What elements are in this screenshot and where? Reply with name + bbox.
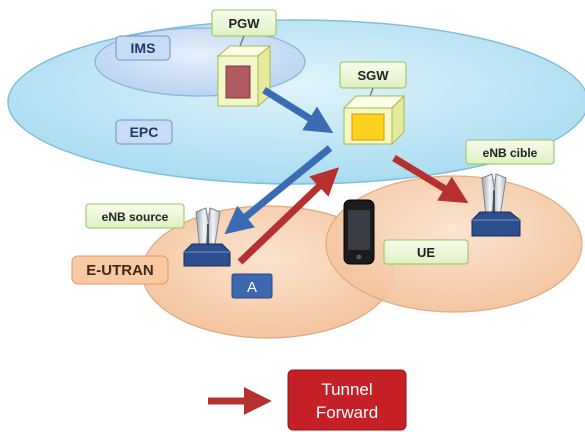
arrow-enb-source-to-sgw <box>237 167 340 265</box>
enb-source: eNB source <box>85 203 231 267</box>
arrow-pgw-to-sgw <box>262 87 334 134</box>
epc-label-box <box>115 119 173 145</box>
ue-label: UE <box>417 245 435 260</box>
legend-line2: Forward <box>316 403 378 422</box>
enb-cible-base-icon <box>471 211 521 237</box>
pgw-label: PGW <box>228 16 260 31</box>
pgw-core <box>225 65 251 99</box>
sgw-core <box>351 113 385 141</box>
arrow-sgw-to-enb-cible <box>392 155 469 204</box>
ims-label-box <box>115 35 171 61</box>
arrow-sgw-to-enb-source <box>224 145 333 235</box>
legend-line1: Tunnel <box>321 380 372 399</box>
ue-node: UE <box>343 199 469 265</box>
legend: Tunnel Forward <box>208 369 407 431</box>
a-marker-box <box>231 273 273 299</box>
enb-source-label: eNB source <box>102 210 169 224</box>
epc-label: EPC <box>130 124 159 140</box>
eutran-label-box <box>71 255 169 285</box>
sgw-label: SGW <box>357 68 389 83</box>
enb-cible-label-box <box>465 139 555 165</box>
legend-box <box>287 369 407 431</box>
eutran-label: E-UTRAN <box>86 262 154 279</box>
enb-cible-label: eNB cible <box>483 146 538 160</box>
a-marker-label: A <box>247 279 257 296</box>
enb-source-base-icon <box>183 243 231 267</box>
ims-label: IMS <box>131 40 156 56</box>
ue-label-box <box>383 239 469 265</box>
enb-cible: eNB cible <box>465 139 555 237</box>
sgw-node: SGW <box>339 61 407 146</box>
enb-source-label-box <box>85 203 185 229</box>
